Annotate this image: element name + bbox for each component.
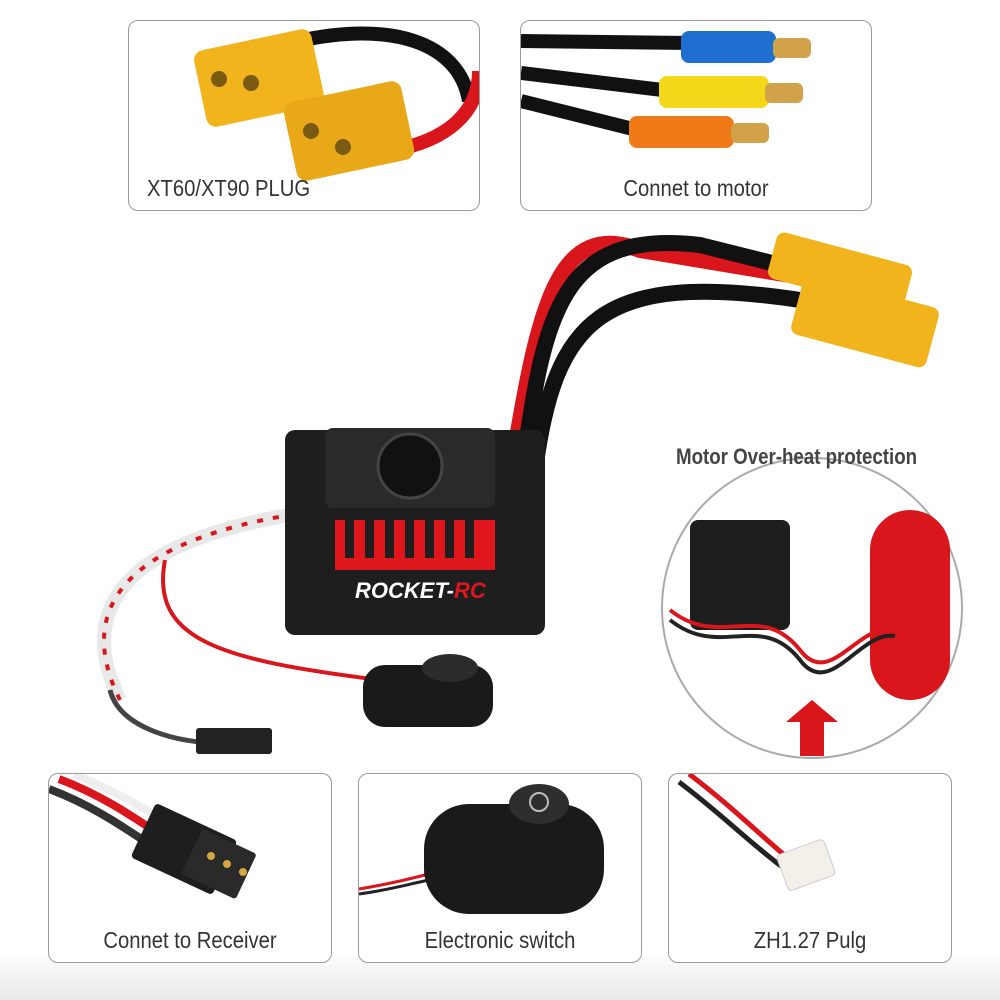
power-switch [363,665,493,727]
panel-motor: Connet to motor [520,20,872,211]
caption-receiver: Connet to Receiver [103,927,277,953]
switch-cable [161,559,381,682]
receiver-plug [196,728,272,754]
brand-logo: ROCKET-RC [355,578,487,603]
caption-motor: Connet to motor [623,175,769,201]
power-icon [529,792,549,812]
panel-receiver: Connet to Receiver [48,773,332,963]
panel-switch: Electronic switch [358,773,642,963]
caption-zh-plug: ZH1.27 Pulg [753,927,867,953]
zh-plug-image [677,774,836,891]
overheat-detail-circle [661,457,963,759]
motor-endcap [870,510,950,700]
xt-connector [767,232,913,312]
panel-xt-plug: XT60/XT90 PLUG [128,20,480,211]
caption-xt-plug: XT60/XT90 PLUG [147,175,311,201]
receiver-plug-image [49,774,256,899]
xt-plug-image [194,26,479,181]
panel-zh-plug: ZH1.27 Pulg [668,773,952,963]
red-up-arrow-icon [786,700,838,756]
motor-bullet-connectors-image [521,31,811,148]
caption-switch: Electronic switch [424,927,576,953]
esc-body [285,430,545,635]
red-power-wire [507,235,792,452]
fan-icon [325,428,495,508]
electronic-switch-image [359,784,604,914]
feature-heading: Motor Over-heat protection [676,444,918,469]
receiver-cable [97,508,292,704]
